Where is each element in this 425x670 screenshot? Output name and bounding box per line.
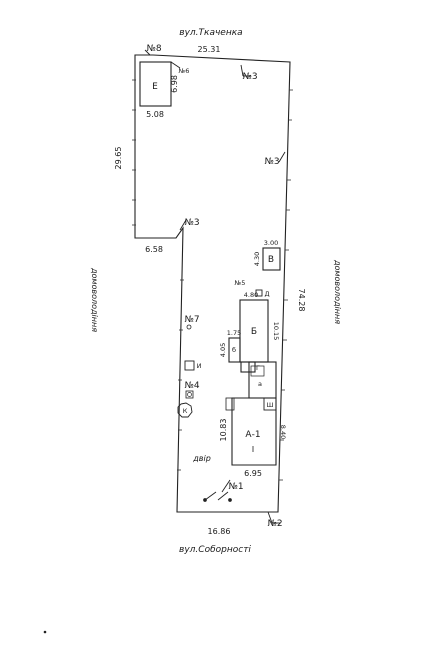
dim-left-upper: 29.65	[114, 147, 123, 170]
dim-e-height: 6.98	[170, 75, 179, 93]
dim-b-width: 4.80	[244, 291, 258, 299]
point-n3a: №3	[242, 72, 257, 82]
dim-e-width: 5.08	[146, 110, 164, 119]
point-n1: №1	[228, 482, 243, 492]
porch-left	[225, 397, 235, 411]
label-building-a1: А-1	[245, 430, 260, 440]
dim-top: 25.31	[198, 45, 221, 54]
point-n3b: №3	[264, 157, 279, 167]
label-yard: двір	[192, 454, 211, 463]
point-n4: №4	[184, 381, 199, 391]
label-structure-k: К	[183, 407, 188, 415]
well-marker	[185, 390, 194, 399]
building-a-annex	[248, 361, 277, 399]
dim-v-width: 3.00	[264, 239, 278, 247]
point-n2: №2	[267, 519, 282, 529]
structure-i	[184, 360, 195, 371]
street-north: вул.Ткаченка	[179, 28, 242, 38]
porch-right	[263, 397, 277, 411]
dim-a-side: 8.40	[279, 425, 287, 439]
point-n3c: №3	[184, 218, 199, 228]
structure-k-hexagon	[177, 402, 193, 418]
dim-a-width: 6.95	[244, 469, 262, 478]
boundary-ticks	[132, 79, 293, 481]
point-n7-marker	[186, 324, 192, 330]
point-n7: №7	[184, 315, 199, 325]
dim-bottom: 16.86	[208, 527, 231, 536]
structure-d	[255, 289, 263, 297]
label-structure-sh: Ш	[267, 401, 274, 409]
label-building-b: Б	[251, 327, 257, 337]
dim-b-annex-height: 4.05	[219, 343, 227, 357]
point-n5: №5	[234, 279, 246, 287]
building-b-annex	[228, 337, 241, 363]
point-n8: №8	[146, 44, 161, 54]
label-building-v: В	[268, 255, 274, 265]
building-a1	[231, 397, 277, 466]
annex-a-inner	[250, 365, 265, 377]
dim-b-annex-width: 1.75	[227, 329, 241, 337]
dim-left-step: 6.58	[145, 245, 163, 254]
street-south: вул.Соборності	[179, 545, 251, 555]
building-e	[139, 61, 172, 107]
building-g	[240, 361, 256, 373]
page-dot	[43, 630, 47, 634]
dim-b-height: 10.15	[272, 322, 280, 341]
well-icon	[187, 392, 192, 397]
label-building-a-annex: а	[258, 380, 262, 388]
label-building-e: Е	[152, 82, 158, 92]
point-n6: №6	[178, 67, 190, 75]
dim-v-height: 4.30	[253, 252, 261, 266]
building-v	[262, 247, 281, 271]
label-structure-d: Д	[264, 290, 269, 298]
gate	[203, 491, 232, 502]
building-e-edge	[170, 61, 181, 69]
point-markers	[144, 49, 286, 524]
neighbor-west: домоволодіння	[90, 267, 99, 332]
label-building-g: Г	[256, 364, 260, 372]
label-building-b-annex: б	[232, 346, 236, 354]
label-structure-i: И	[197, 362, 202, 370]
property-boundary	[134, 54, 291, 513]
dim-right: 74.28	[297, 289, 306, 312]
neighbor-east: домоволодіння	[333, 259, 342, 324]
dim-a-height: 10.83	[219, 419, 228, 442]
